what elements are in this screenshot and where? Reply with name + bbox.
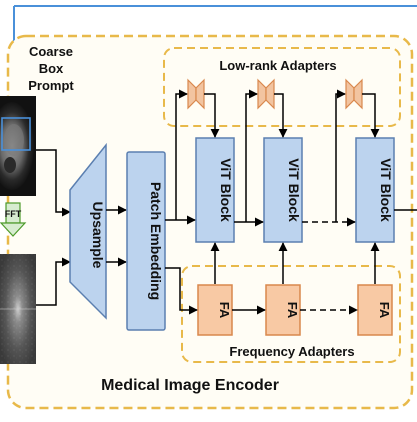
patch-embedding-block [126,151,166,331]
vit-block-3 [355,137,395,243]
patch-embedding-label: Patch Embedding [148,182,164,300]
vit-block-2-label: ViT Block [286,158,302,222]
fft-image [0,254,36,364]
arrow-patch-to-fa1 [165,267,198,315]
prompt-label-line2: Box [39,61,64,76]
prompt-label-line3: Prompt [28,78,74,93]
fa-block-3-label: FA [377,302,392,319]
fa-block-3 [357,284,393,336]
frequency-adapters-title: Frequency Adapters [229,344,354,359]
frequency-adapters-region [181,265,401,363]
upsample-block [69,142,107,320]
vit-block-3-label: ViT Block [378,158,394,222]
lora-adapter-3 [345,78,363,110]
fa-block-2 [265,284,301,336]
upsample-label: Upsample [90,202,106,269]
arrow-lora3-to-vit3 [362,93,380,138]
vit-block-2 [263,137,303,243]
arrow-lora2-to-vit2 [274,93,288,138]
coarse-box-prompt [1,117,31,151]
encoder-title: Medical Image Encoder [101,377,279,394]
lora-adapter-2 [257,78,275,110]
fa-block-1-label: FA [217,302,232,319]
arrow-fft-to-upsample [36,257,71,306]
fa-block-2-label: FA [285,302,300,319]
prompt-label-line1: Coarse [29,44,73,59]
fa-block-1 [197,284,233,336]
fft-label: FFT [5,209,22,219]
vit-block-1 [195,137,235,243]
arrow-to-lora2 [245,89,258,222]
vit-block-1-label: ViT Block [218,158,234,222]
arrow-lora1-to-vit1 [204,93,220,138]
arrow-to-lora1 [175,89,188,220]
lora-adapter-1 [187,78,205,110]
ct-image [0,96,36,196]
fft-arrow: FFT [0,202,27,237]
arrow-to-lora3 [335,89,346,222]
low-rank-adapters-title: Low-rank Adapters [219,58,336,73]
arrow-image-to-upsample [36,149,71,217]
low-rank-adapters-region [163,47,401,127]
